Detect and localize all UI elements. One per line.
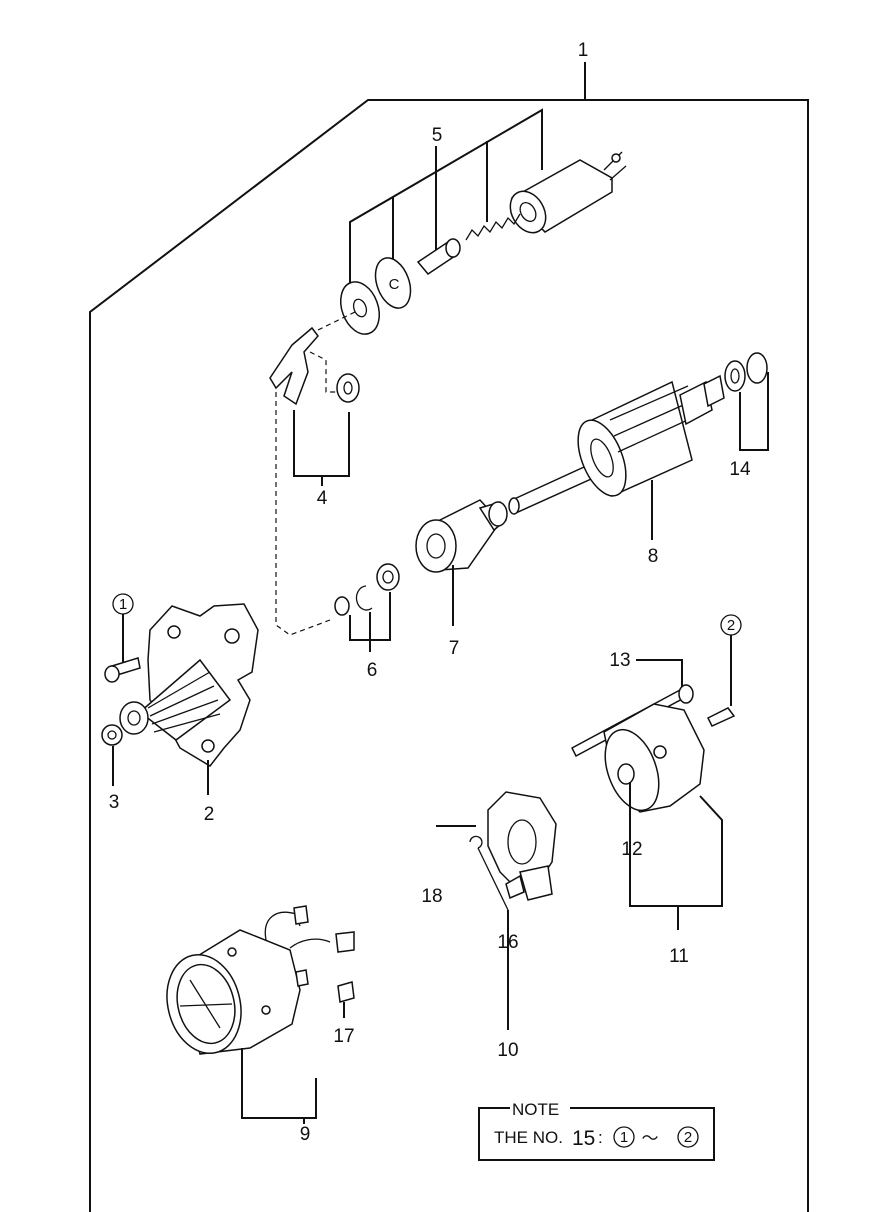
note-box: NOTE THE NO. 15 : 1 ～ 2 (478, 1100, 715, 1161)
note-separator: : (598, 1128, 603, 1147)
label-1: 1 (578, 40, 589, 61)
brush: 17 (333, 981, 355, 1047)
plunger (416, 238, 461, 275)
label-2: 2 (204, 804, 215, 825)
brush-holder: 18 16 10 (421, 791, 557, 1061)
note-ref-from: 1 (620, 1129, 628, 1146)
drive-pinion: 7 (415, 499, 508, 659)
solenoid-gasket (339, 281, 381, 335)
label-10: 10 (497, 1040, 518, 1061)
label-11: 11 (669, 946, 689, 967)
washer-set: 14 (724, 352, 769, 480)
stop-ring-set: 6 (334, 563, 400, 681)
note-ref-to: 2 (684, 1129, 692, 1146)
yoke: 9 (166, 905, 355, 1145)
label-13: 13 (609, 650, 630, 671)
lever-link-dashed (275, 392, 331, 636)
label-4: 4 (317, 488, 328, 509)
label-5: 5 (432, 125, 443, 146)
note-number: 15 (572, 1127, 595, 1150)
label-8: 8 (648, 546, 659, 567)
rear-cover: 2 13 12 11 (571, 614, 742, 967)
label-14: 14 (729, 459, 751, 480)
label-9: 9 (300, 1124, 311, 1145)
label-18: 18 (421, 886, 442, 907)
label-17: 17 (333, 1026, 354, 1047)
label-7: 7 (449, 638, 460, 659)
solenoid-plate: C (374, 257, 412, 309)
label-6: 6 (367, 660, 378, 681)
label-12: 12 (621, 839, 642, 860)
armature: 8 (508, 374, 725, 567)
solenoid-kit: 5 C (339, 108, 627, 335)
solenoid-body (509, 151, 627, 234)
note-range-symbol: ～ (642, 1129, 659, 1148)
label-3: 3 (109, 792, 120, 813)
ref-marker-2-text: 2 (727, 617, 735, 634)
note-ref-to-circle (677, 1126, 699, 1148)
assembly-frame: 1 (89, 40, 809, 1212)
ref-marker-1-text: 1 (119, 596, 127, 613)
plate-c-mark: C (389, 276, 400, 293)
bushing: 3 (101, 724, 123, 813)
leader-5 (349, 108, 543, 285)
housing-bolt: 1 (104, 593, 141, 683)
note-prefix: THE NO. (494, 1128, 563, 1147)
note-title: NOTE (512, 1100, 559, 1119)
label-16: 16 (497, 932, 518, 953)
front-housing: 2 (119, 603, 259, 825)
lever-set: 4 (269, 311, 360, 509)
plunger-spring (465, 213, 521, 241)
note-ref-from-circle (613, 1126, 635, 1148)
